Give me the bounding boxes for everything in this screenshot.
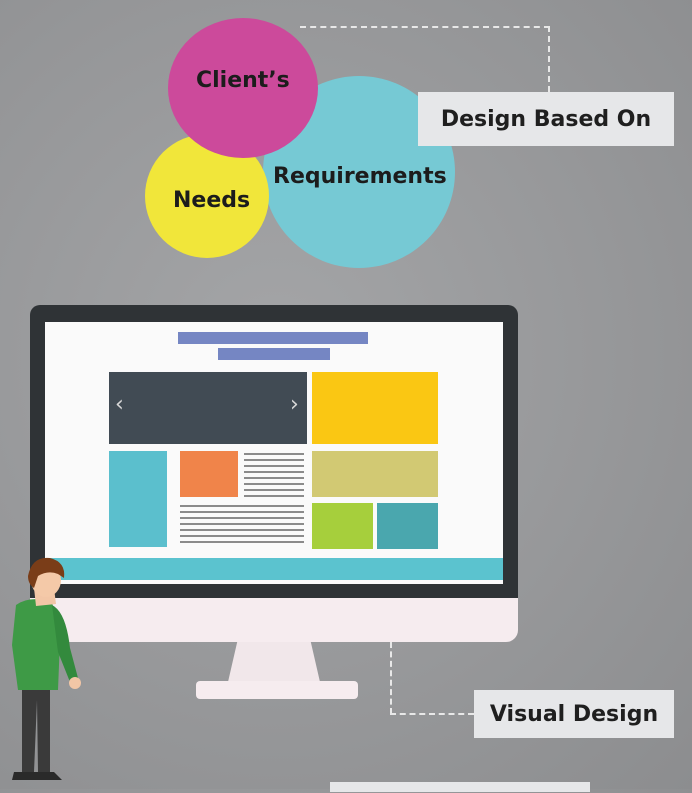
client-circle xyxy=(168,18,318,158)
person-figure xyxy=(0,550,90,789)
orange-block xyxy=(180,451,238,497)
header-bar-2 xyxy=(218,348,330,360)
khaki-block xyxy=(312,451,438,497)
needs-circle-label: Needs xyxy=(173,188,251,213)
text-lines-right xyxy=(244,453,304,497)
header-bar-1 xyxy=(178,332,368,344)
visual-design-label: Visual Design xyxy=(474,690,674,738)
slider-block xyxy=(109,372,307,444)
yellow-block xyxy=(312,372,438,444)
slider-next-icon: › xyxy=(290,392,299,417)
slider-prev-icon: ‹ xyxy=(115,392,124,417)
top-connector-horizontal xyxy=(300,26,550,28)
next-label-box-partial xyxy=(330,782,590,792)
monitor-chin xyxy=(30,598,518,642)
footer-bar xyxy=(45,558,503,580)
monitor-neck xyxy=(228,642,320,682)
top-connector-vertical xyxy=(548,26,550,92)
green-block xyxy=(312,503,373,549)
cyan-sidebar-block xyxy=(109,451,167,547)
bottom-connector-horizontal xyxy=(390,713,474,715)
requirements-circle-label: Requirements xyxy=(273,164,447,189)
monitor-base xyxy=(196,681,358,699)
text-lines-bottom xyxy=(180,505,304,547)
teal-block xyxy=(377,503,438,549)
client-circle-label: Client’s xyxy=(196,68,290,93)
design-based-on-label: Design Based On xyxy=(418,92,674,146)
bottom-connector-vertical xyxy=(390,642,392,714)
